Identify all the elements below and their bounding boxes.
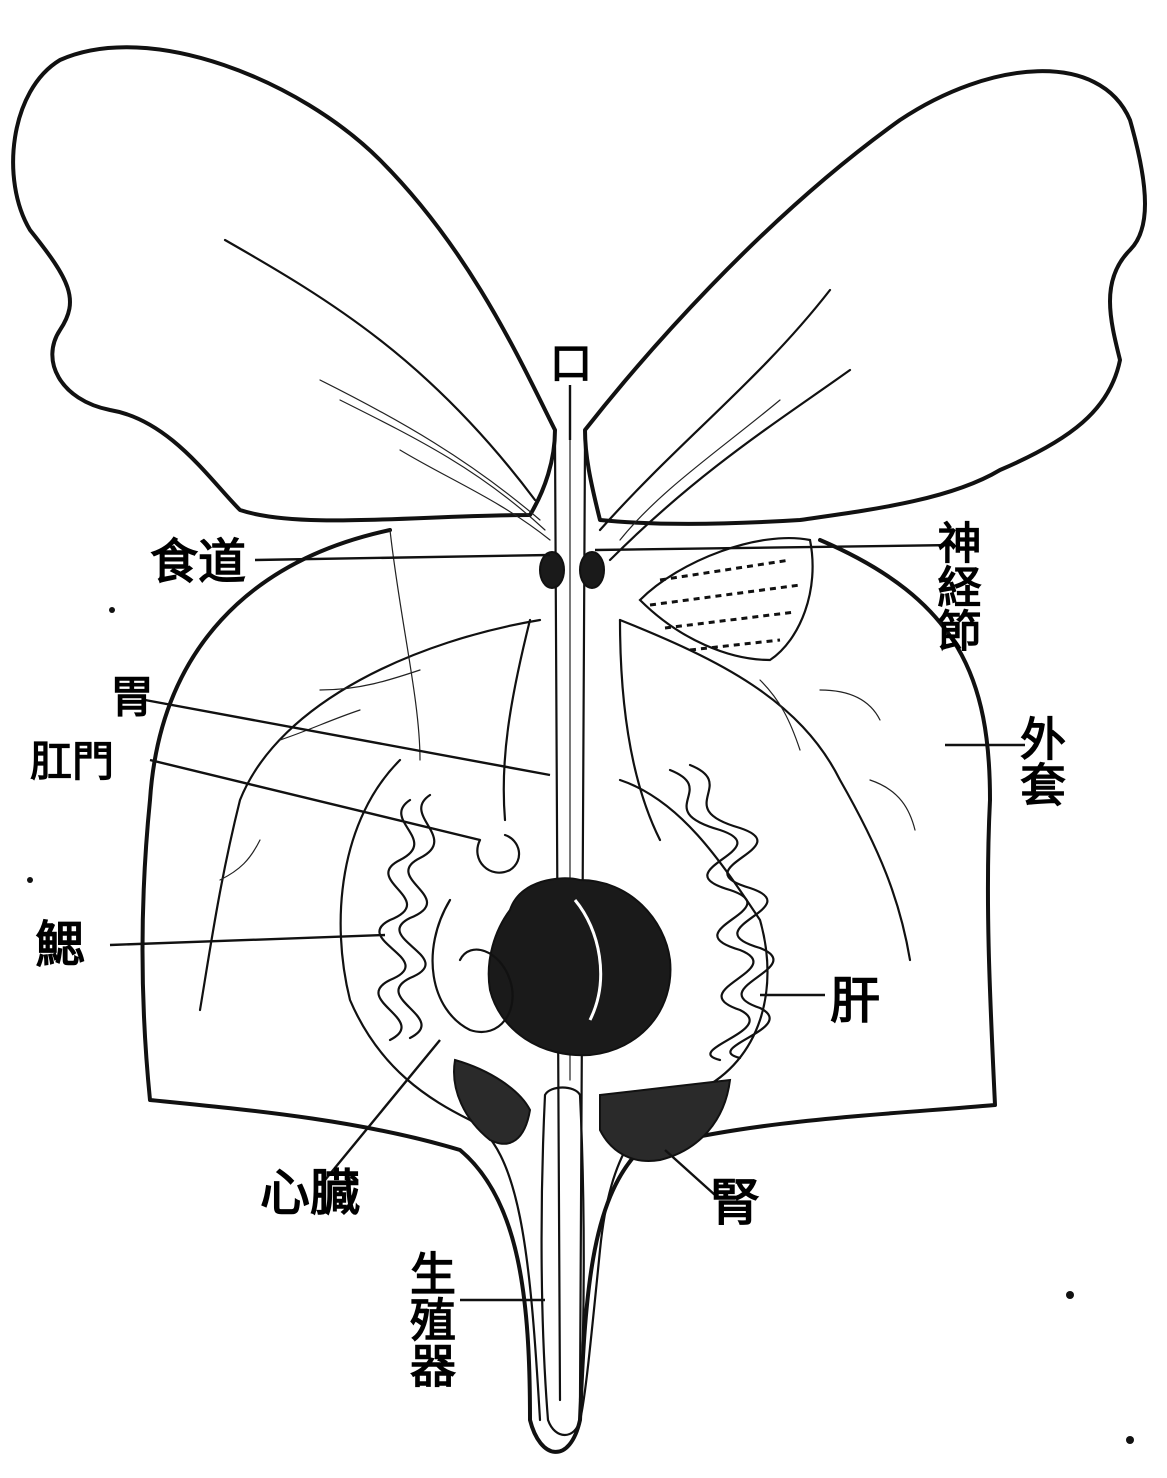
- mantle-vein: [200, 620, 540, 1010]
- left-palp-lobe: [13, 47, 555, 520]
- speck: [109, 607, 115, 613]
- left-palp-vein: [340, 400, 545, 530]
- mantle-vein: [820, 690, 880, 720]
- label-kidney: 腎: [710, 1173, 760, 1232]
- mantle-vein: [280, 710, 360, 740]
- leader-heart: [325, 1040, 440, 1180]
- label-liver: 肝: [830, 971, 880, 1030]
- right-palp-lobe: [585, 71, 1145, 524]
- muscle-hatching: [665, 612, 795, 628]
- mantle-vein: [320, 670, 420, 690]
- label-mantle: 外套: [1013, 715, 1067, 807]
- label-gonad: 生殖器: [403, 1250, 457, 1388]
- mantle-vein: [760, 680, 800, 750]
- leader-anus: [150, 760, 480, 840]
- mantle-vein: [620, 620, 910, 960]
- label-stomach: 胃: [110, 672, 154, 723]
- leader-nerve-ganglion: [595, 545, 955, 550]
- nerve-ganglion: [540, 552, 564, 588]
- kidney-mass: [600, 1080, 730, 1161]
- leader-gill: [110, 935, 385, 945]
- gill-wavy: [378, 800, 414, 1040]
- leader-esophagus: [255, 555, 550, 560]
- stomach-outline: [620, 620, 660, 840]
- gonad-outline: [542, 1088, 584, 1436]
- speck: [27, 877, 33, 883]
- nerve-ganglion: [580, 552, 604, 588]
- label-mouth: 口: [550, 339, 592, 388]
- muscle-hatching: [650, 585, 800, 605]
- label-esophagus: 食道: [150, 534, 246, 590]
- adductor-muscle: [640, 538, 813, 660]
- left-palp-vein: [225, 240, 535, 500]
- label-heart: 心臓: [260, 1163, 360, 1222]
- mantle-vein: [870, 780, 915, 830]
- label-gill: 鰓: [35, 915, 85, 974]
- mantle-vein: [390, 530, 420, 760]
- anus-tip: [477, 835, 519, 873]
- speck: [1066, 1291, 1074, 1299]
- label-nerve-ganglion: 神経節: [930, 520, 982, 652]
- left-palp-vein: [320, 380, 540, 520]
- kidney-mass: [454, 1060, 530, 1144]
- label-anus: 肛門: [29, 737, 114, 786]
- speck: [1126, 1436, 1134, 1444]
- gill-wavy: [398, 795, 434, 1038]
- leader-stomach: [145, 700, 550, 775]
- stomach-outline: [504, 620, 530, 820]
- right-palp-vein: [620, 400, 780, 540]
- right-palp-vein: [600, 290, 830, 530]
- left-palp-vein: [400, 450, 550, 540]
- leader-kidney: [665, 1150, 715, 1195]
